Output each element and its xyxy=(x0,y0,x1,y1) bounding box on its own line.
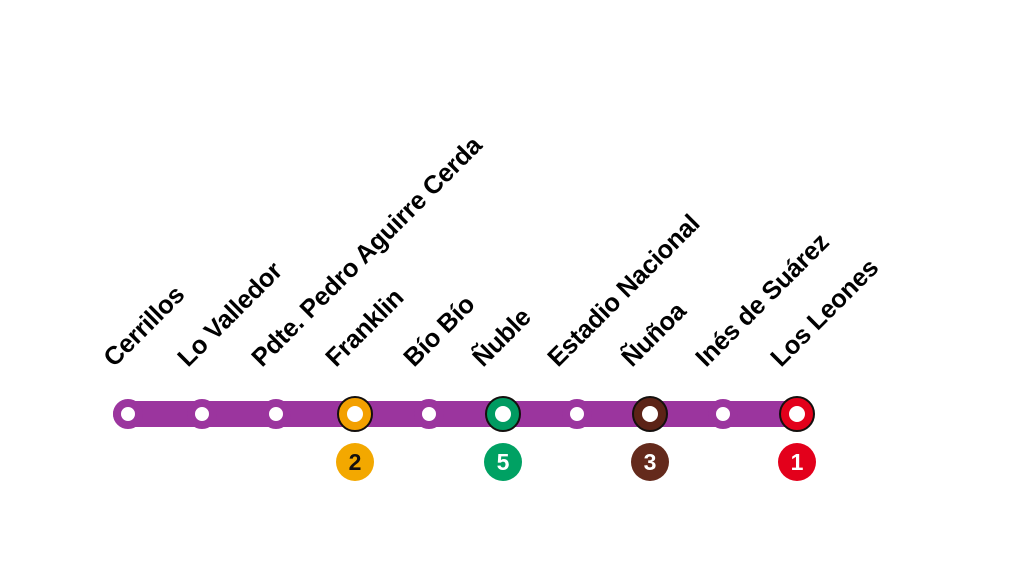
station-label: Ñuñoa xyxy=(616,297,692,373)
interchange-line-number: 3 xyxy=(643,448,657,475)
station-marker[interactable] xyxy=(414,399,444,429)
station-label: Bío Bío xyxy=(398,290,481,373)
station-marker[interactable] xyxy=(113,399,143,429)
interchange-line-badge[interactable]: 1 xyxy=(778,443,816,481)
interchange-line-number: 1 xyxy=(790,448,804,475)
metro-line-track xyxy=(113,401,813,427)
station-marker[interactable] xyxy=(337,396,373,432)
station-marker[interactable] xyxy=(562,399,592,429)
station-marker[interactable] xyxy=(632,396,668,432)
station-marker[interactable] xyxy=(779,396,815,432)
interchange-line-number: 5 xyxy=(496,448,510,475)
interchange-line-number: 2 xyxy=(348,448,362,475)
station-label: Inés de Suárez xyxy=(690,228,835,373)
station-label: Cerrillos xyxy=(98,280,191,373)
station-marker[interactable] xyxy=(261,399,291,429)
interchange-line-badge[interactable]: 5 xyxy=(484,443,522,481)
station-marker[interactable] xyxy=(708,399,738,429)
interchange-line-badge[interactable]: 3 xyxy=(631,443,669,481)
station-marker[interactable] xyxy=(187,399,217,429)
interchange-line-badge[interactable]: 2 xyxy=(336,443,374,481)
station-marker[interactable] xyxy=(485,396,521,432)
